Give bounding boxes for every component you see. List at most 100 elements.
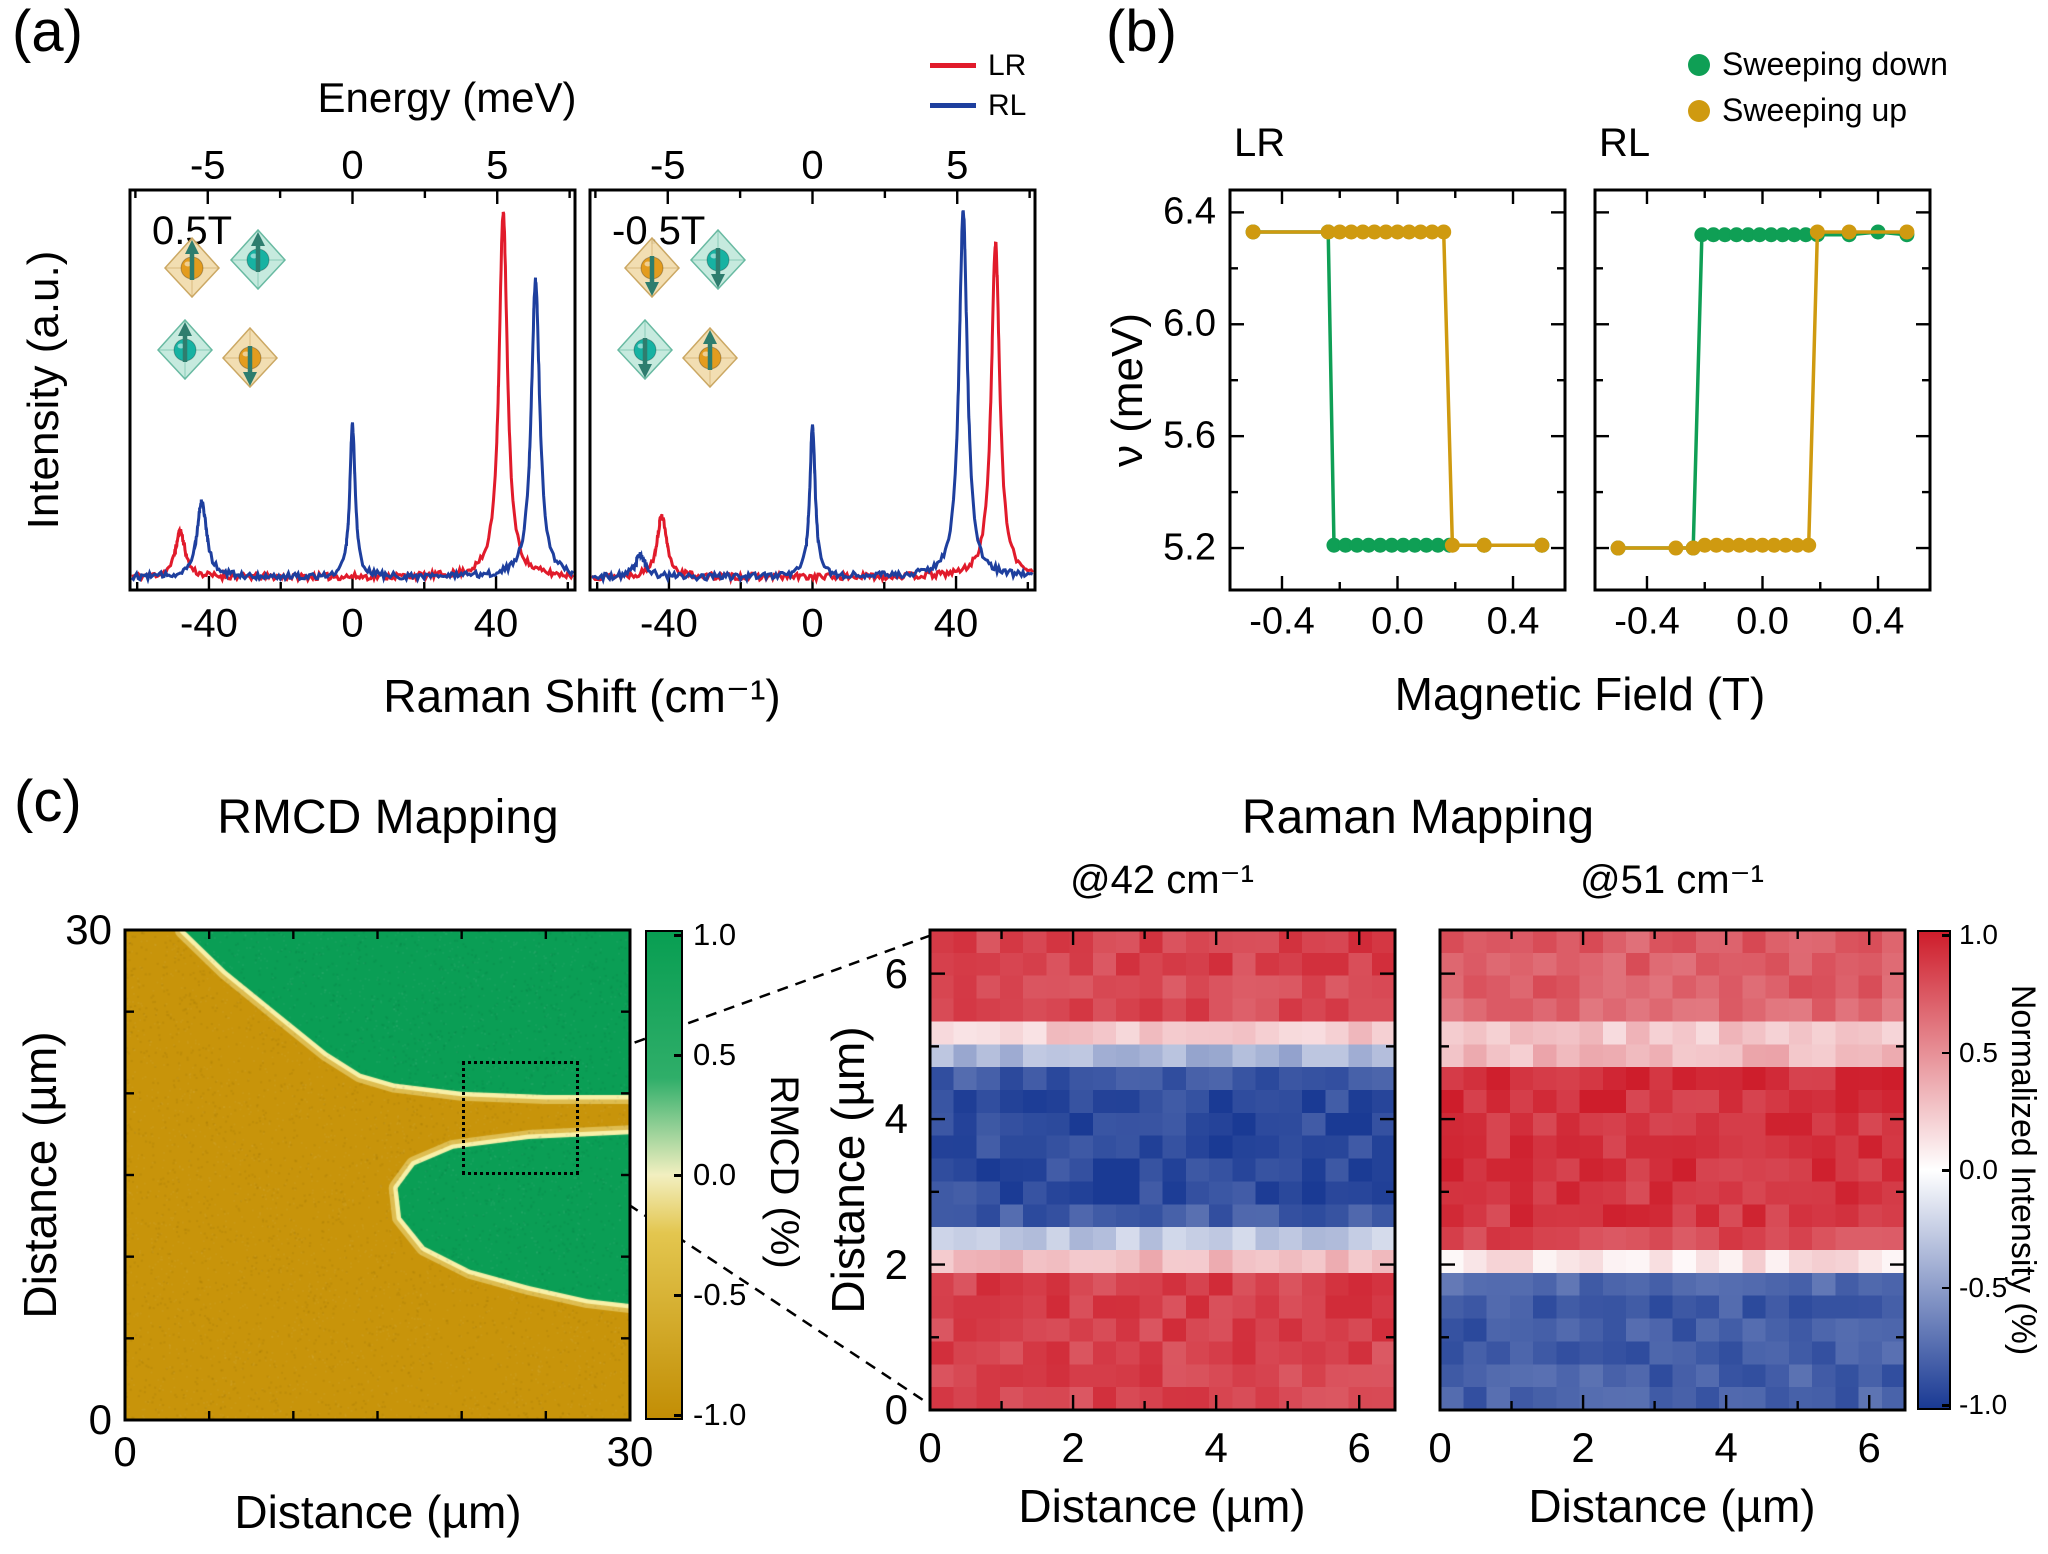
tick-label: 5.2	[1163, 526, 1216, 569]
data-marker	[1743, 537, 1759, 553]
data-marker	[1407, 537, 1423, 553]
tick-label: -0.5	[693, 1277, 747, 1312]
subplot-rl-title: RL	[1599, 121, 1651, 165]
panel-b-label: (b)	[1106, 0, 1177, 64]
spin-octahedron-inset	[689, 228, 747, 291]
spin-octahedron-inset	[221, 326, 279, 389]
tick-label: 6.4	[1163, 190, 1216, 233]
colorbar-tick	[674, 934, 683, 937]
rmcd-heatmap	[125, 930, 630, 1420]
tick-label: 0.0	[1959, 1154, 1998, 1185]
map-51-title: @51 cm⁻¹	[1580, 858, 1764, 902]
rmcd-x-axis-title: Distance (µm)	[234, 1485, 522, 1538]
data-marker	[1390, 224, 1405, 240]
tick-label: 0	[884, 1386, 908, 1433]
tick-label: -1.0	[1959, 1389, 2008, 1420]
colorbar-tick	[674, 1414, 683, 1417]
data-marker	[1775, 227, 1791, 243]
raman-heatmap-raman_map_42	[930, 930, 1395, 1410]
tick-label: 0	[1428, 1424, 1452, 1471]
tick-label: -0.4	[1614, 600, 1680, 643]
tick-label: -5	[189, 143, 226, 188]
hysteresis-line-Sweeping down	[1618, 230, 1908, 550]
hysteresis-line-Sweeping up	[1253, 230, 1542, 547]
tick-label: 2	[884, 1240, 908, 1288]
data-marker	[1332, 224, 1348, 240]
data-marker	[1809, 224, 1825, 240]
data-marker	[1720, 537, 1736, 553]
energy-axis-title: Energy (meV)	[317, 73, 577, 121]
tick-label: 0	[341, 601, 364, 646]
data-marker	[1899, 224, 1915, 240]
data-marker	[1798, 227, 1814, 243]
data-marker	[1610, 540, 1626, 556]
data-marker	[1349, 537, 1365, 553]
tick-label: 2	[1061, 1424, 1085, 1471]
rmcd-y-axis-title: Distance (µm)	[13, 1031, 66, 1319]
data-marker	[1372, 537, 1388, 553]
colorbar-tick	[674, 1054, 683, 1057]
tick-label: 4	[1714, 1424, 1738, 1471]
data-marker	[1343, 224, 1359, 240]
colorbar-tick	[674, 1294, 683, 1297]
data-marker	[1789, 537, 1805, 553]
data-marker	[1786, 227, 1802, 243]
tick-label: 0.4	[1486, 600, 1540, 643]
tick-label: 5	[946, 143, 969, 188]
tick-label: 6	[884, 949, 908, 997]
spin-octahedron-inset	[163, 236, 221, 299]
data-marker	[1694, 227, 1710, 243]
rl-line-swatch	[930, 103, 976, 109]
map-42-x-axis-title: Distance (µm)	[1018, 1479, 1306, 1532]
raman-shift-axis-title: Raman Shift (cm⁻¹)	[383, 669, 781, 722]
tick-label: -1.0	[693, 1397, 747, 1432]
spin-octahedron-inset	[623, 236, 681, 299]
spectrum-trace-RL	[591, 210, 1034, 585]
spectrum-trace-LR	[131, 211, 575, 584]
sweep-down-dot	[1688, 53, 1710, 76]
tick-label: 6	[1347, 1424, 1371, 1471]
data-marker	[1697, 537, 1713, 553]
legend-item-sweep-up: Sweeping up	[1688, 92, 1908, 128]
tick-label: 0	[341, 143, 364, 188]
tick-label: 0	[113, 1428, 137, 1475]
tick-label: 6	[1857, 1424, 1881, 1471]
spectrum-trace-RL	[130, 277, 575, 585]
data-marker	[1801, 537, 1817, 553]
tick-label: 4	[884, 1095, 908, 1143]
hysteresis-line-Sweeping down	[1253, 230, 1542, 547]
colorbar-tick	[674, 1174, 683, 1177]
colorbar-tick	[1942, 1169, 1951, 1172]
tick-label: 40	[933, 601, 979, 646]
data-marker	[1763, 227, 1779, 243]
data-marker	[1355, 224, 1371, 240]
raman-map-frame-0	[928, 928, 1397, 1412]
data-marker	[1685, 540, 1701, 556]
tick-label: -0.4	[1249, 600, 1315, 643]
data-marker	[1326, 537, 1342, 553]
rmcd-mapping-title: RMCD Mapping	[217, 790, 559, 844]
spectrum-plot--0.5T	[588, 188, 1037, 592]
raman-colorbar-title: Normalized Intensity (%)	[2003, 984, 2042, 1356]
tick-label: 0	[801, 143, 824, 188]
tick-label: 5.6	[1163, 414, 1216, 457]
data-marker	[1424, 224, 1440, 240]
map-51-x-axis-title: Distance (µm)	[1528, 1479, 1816, 1532]
colorbar-tick	[1942, 934, 1951, 937]
sweep-up-label: Sweeping up	[1722, 92, 1908, 128]
spin-octahedron-inset	[681, 326, 739, 389]
data-marker	[1430, 537, 1446, 553]
data-marker	[1668, 540, 1684, 556]
sweep-down-label: Sweeping down	[1722, 46, 1948, 82]
data-marker	[1729, 227, 1745, 243]
data-marker	[1338, 537, 1354, 553]
tick-label: 0.5	[1959, 1036, 1998, 1068]
data-marker	[1841, 224, 1857, 240]
colorbar-tick	[1942, 1051, 1951, 1054]
data-marker	[1384, 537, 1400, 553]
data-marker	[1778, 537, 1794, 553]
data-marker	[1413, 224, 1429, 240]
colorbar-tick	[1942, 1286, 1951, 1289]
panel-c-label: (c)	[14, 769, 82, 834]
lr-line-swatch	[930, 63, 976, 69]
